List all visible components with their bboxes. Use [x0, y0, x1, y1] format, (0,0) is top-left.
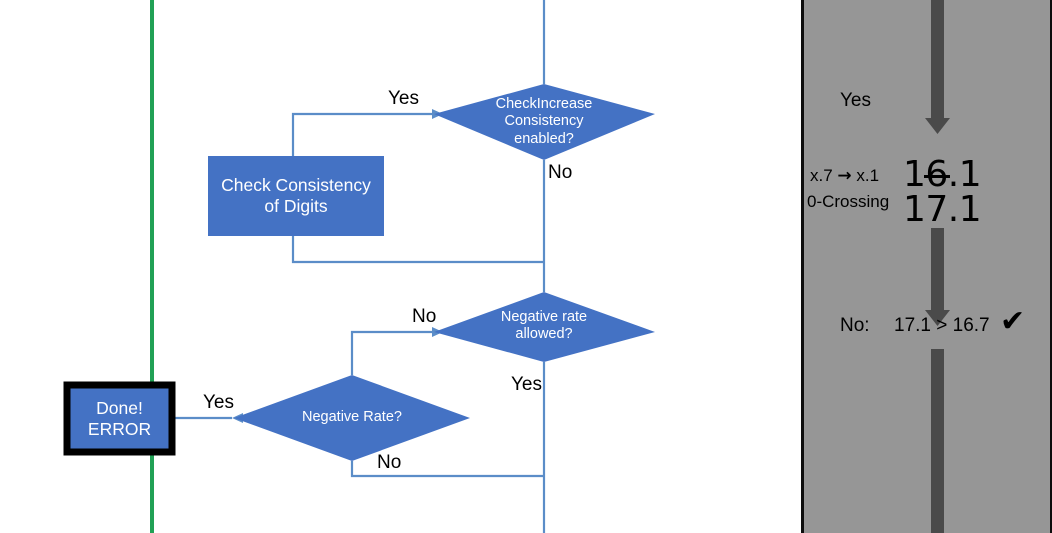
- shape-check-consistency-of-digits[interactable]: [208, 156, 384, 236]
- panel-yes-label: Yes: [840, 90, 871, 111]
- shape-done-error[interactable]: [63, 381, 176, 456]
- shape-check-increase-consistency-enabled[interactable]: [434, 84, 655, 160]
- panel-value-struck: 16.1: [903, 154, 1052, 195]
- right-arrow-icon: →: [837, 166, 852, 186]
- shape-negative-rate[interactable]: [234, 375, 470, 461]
- panel-rounding-from: x.7: [810, 166, 833, 185]
- strikethrough-mark: [924, 175, 950, 178]
- panel-comparison: 17.1 > 16.7: [894, 315, 990, 336]
- connector-no-to-negative-rate: [350, 330, 440, 375]
- connector-yes-to-check-consistency: [291, 112, 440, 156]
- check-mark-icon: ✔: [1000, 305, 1026, 338]
- edge-label-no-check-increase: No: [548, 162, 573, 183]
- panel-rounding-label: x.7 → x.1: [810, 166, 879, 186]
- edge-label-yes-negative-rate-allowed: Yes: [511, 374, 542, 395]
- panel-arrow-layer: [925, 0, 950, 533]
- panel-rounding-to: x.1: [856, 166, 880, 185]
- connector-check-consistency-rejoin: [291, 236, 544, 264]
- panel-no-label: No:: [840, 315, 870, 336]
- panel-arrow-middle-head: [925, 310, 950, 326]
- connector-no-negative-rate-rejoin: [350, 461, 544, 478]
- shape-negative-rate-allowed[interactable]: [434, 292, 655, 362]
- panel-arrow-middle-shaft: [931, 228, 944, 310]
- panel-value-result: 17.1: [903, 189, 982, 230]
- edge-label-yes-check-increase: Yes: [388, 88, 419, 109]
- edge-label-no-negative-rate-allowed: No: [412, 306, 437, 327]
- annotation-panel: Yes x.7 → x.1 0-Crossing 16.1 17.1 No: 1…: [801, 0, 1052, 533]
- edge-label-no-negative-rate: No: [377, 452, 402, 473]
- panel-arrow-bottom-shaft: [931, 349, 944, 533]
- panel-arrow-top-shaft: [931, 0, 944, 118]
- edge-label-yes-to-error: Yes: [203, 392, 234, 413]
- panel-value-struck-text: 16.1: [903, 154, 982, 195]
- panel-arrow-top-head: [925, 118, 950, 134]
- panel-zero-crossing-label: 0-Crossing: [807, 192, 890, 211]
